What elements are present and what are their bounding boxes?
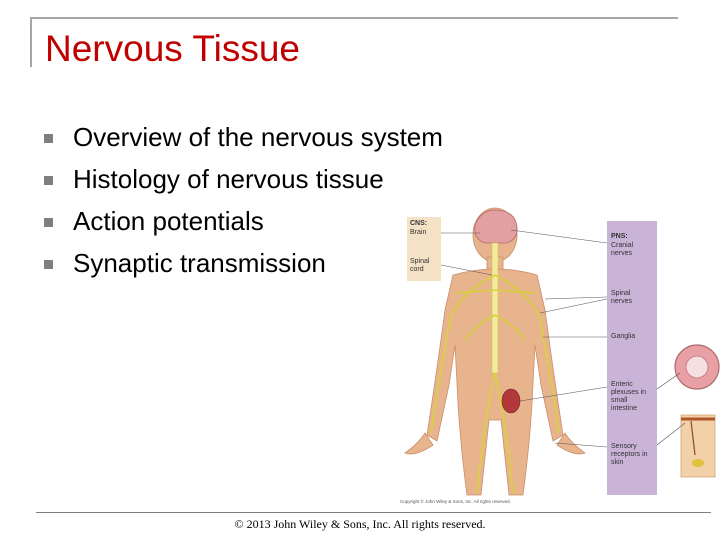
cns-heading: CNS:	[410, 220, 428, 227]
bullet-item: Histology of nervous tissue	[44, 158, 443, 200]
body-illustration	[404, 207, 720, 496]
pns-heading: PNS:	[611, 233, 628, 240]
bullet-text: Overview of the nervous system	[73, 121, 443, 152]
nervous-system-figure: CNS: Brain Spinal cord PNS: Cranial nerv…	[395, 205, 720, 505]
bullet-text: Action potentials	[73, 205, 264, 236]
pns-cranial-nerves-label: Cranial nerves	[611, 242, 634, 257]
footer-divider	[36, 512, 711, 513]
pns-sensory-label: Sensory receptors in skin	[611, 443, 648, 466]
slide-title: Nervous Tissue	[45, 28, 300, 69]
footer-copyright: © 2013 John Wiley & Sons, Inc. All right…	[234, 517, 486, 531]
pns-label-panel	[607, 221, 657, 495]
bullet-text: Synaptic transmission	[73, 247, 326, 278]
square-bullet-icon	[44, 259, 53, 269]
bullet-item: Overview of the nervous system	[44, 116, 443, 158]
square-bullet-icon	[44, 175, 53, 185]
pns-enteric-label: Enteric plexuses in small intestine	[611, 381, 647, 412]
bullet-item: Action potentials	[44, 200, 443, 242]
pns-spinal-nerves-label: Spinal nerves	[611, 290, 633, 305]
square-bullet-icon	[44, 217, 53, 227]
cns-spinal-cord-label: Spinal cord	[410, 258, 430, 273]
bullet-text: Histology of nervous tissue	[73, 163, 384, 194]
title-frame-left	[30, 17, 32, 67]
pns-ganglia-label: Ganglia	[611, 333, 636, 340]
cns-label-panel	[407, 217, 441, 281]
bullet-item: Synaptic transmission	[44, 242, 443, 284]
figure-copyright: Copyright © John Wiley & Sons, Inc. All …	[400, 499, 511, 504]
title-frame-top	[30, 17, 678, 19]
square-bullet-icon	[44, 133, 53, 143]
cns-brain-label: Brain	[410, 229, 427, 236]
bullet-list: Overview of the nervous system Histology…	[44, 116, 443, 284]
